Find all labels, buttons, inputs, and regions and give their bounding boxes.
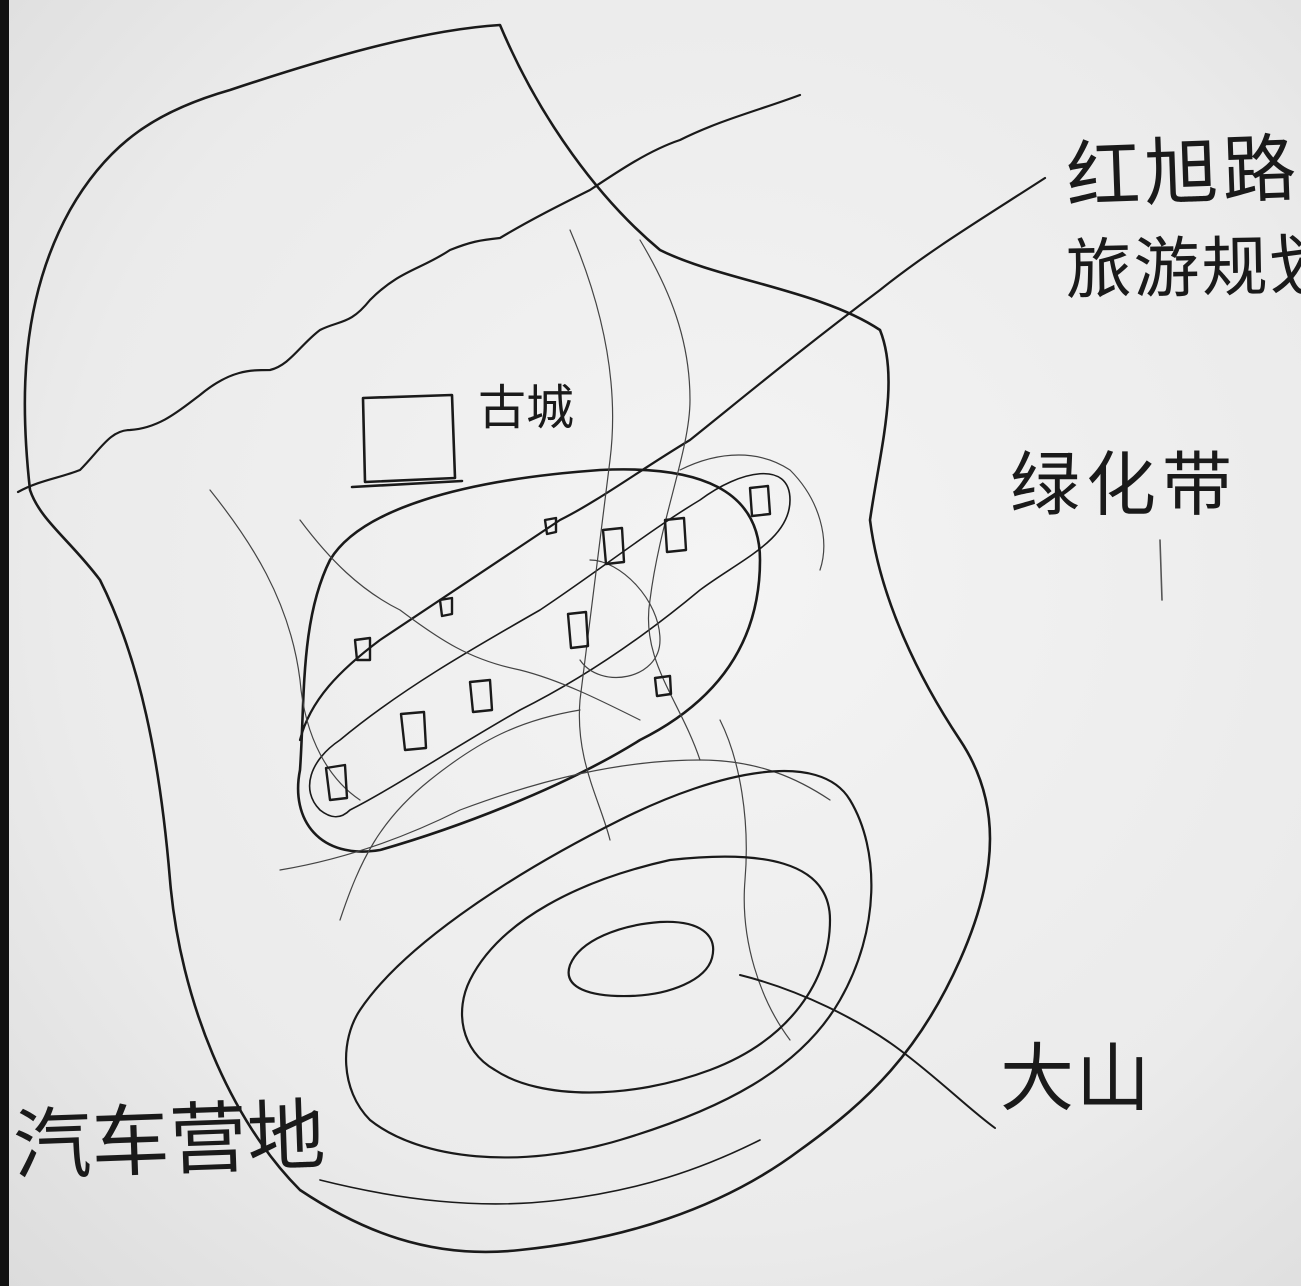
building-8 [663, 516, 688, 554]
building-2 [399, 710, 428, 752]
paper-edge-shadow [0, 0, 9, 1286]
green-belt-label-tail [1159, 539, 1163, 601]
leader-dashan [739, 974, 996, 1129]
label-ancient-city: 古城 [478, 380, 575, 436]
mountain-contour-peak [567, 920, 715, 998]
green-belt-inner [308, 472, 791, 818]
label-green-belt: 绿化带 [1010, 444, 1238, 526]
contour-thin-6 [339, 709, 581, 921]
road-hongxu [298, 176, 1047, 742]
ancient-city-square [361, 393, 457, 484]
building-11 [653, 674, 673, 698]
contour-thin-7 [719, 719, 791, 1041]
buildings [324, 484, 772, 802]
building-4 [353, 636, 372, 662]
contour-thin-2 [569, 229, 614, 841]
contour-thin-4 [299, 519, 641, 721]
building-10 [566, 610, 590, 650]
road-lower [319, 1139, 761, 1205]
mountain-contour-outer [345, 769, 873, 1159]
contour-thin-3 [639, 239, 701, 761]
label-hongxu-road: 红旭路 [1064, 125, 1301, 220]
ancient-city-base-line [350, 479, 464, 489]
building-1 [324, 763, 349, 802]
label-big-mountain: 大山 [1000, 1036, 1152, 1122]
label-car-campsite: 汽车营地 [11, 1091, 327, 1192]
contour-thin-8 [679, 454, 825, 571]
building-5 [438, 596, 454, 618]
building-6 [543, 516, 558, 536]
contour-thin-1 [209, 489, 361, 801]
contour-thin-5 [279, 759, 831, 871]
building-3 [468, 678, 494, 714]
contour-thin-9 [579, 559, 661, 678]
mountain-contour-middle [460, 855, 832, 1094]
site-boundary [23, 23, 992, 1254]
green-belt-outer [296, 468, 762, 853]
building-9 [748, 484, 772, 518]
building-7 [601, 526, 626, 566]
label-tourism-plan: 旅游规划 [1064, 227, 1301, 309]
river-line [16, 93, 802, 494]
